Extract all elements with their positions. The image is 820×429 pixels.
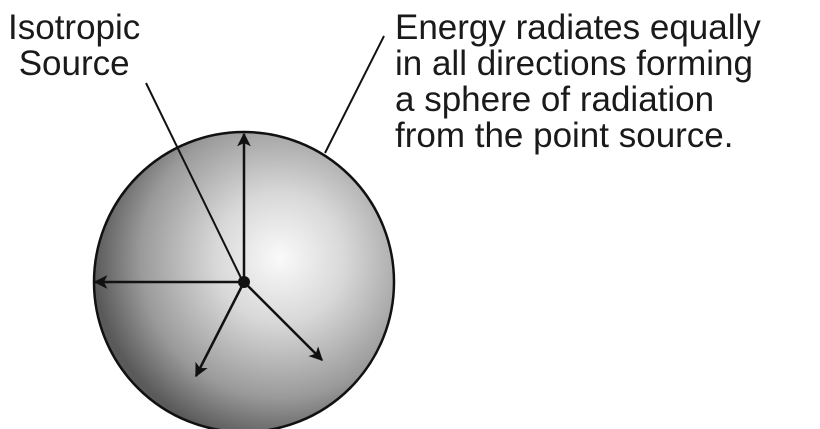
description-line-3: a sphere of radiation	[395, 82, 761, 118]
point-source-dot	[238, 276, 250, 288]
description-line-4: from the point source.	[395, 118, 761, 154]
description-line-1: Energy radiates equally	[395, 10, 761, 46]
source-label-line-2: Source	[8, 46, 140, 82]
radiation-description-label: Energy radiates equally in all direction…	[395, 10, 761, 154]
source-label-line-1: Isotropic	[8, 10, 140, 46]
description-leader-line	[325, 36, 384, 153]
isotropic-source-label: Isotropic Source	[8, 10, 140, 82]
description-line-2: in all directions forming	[395, 46, 761, 82]
